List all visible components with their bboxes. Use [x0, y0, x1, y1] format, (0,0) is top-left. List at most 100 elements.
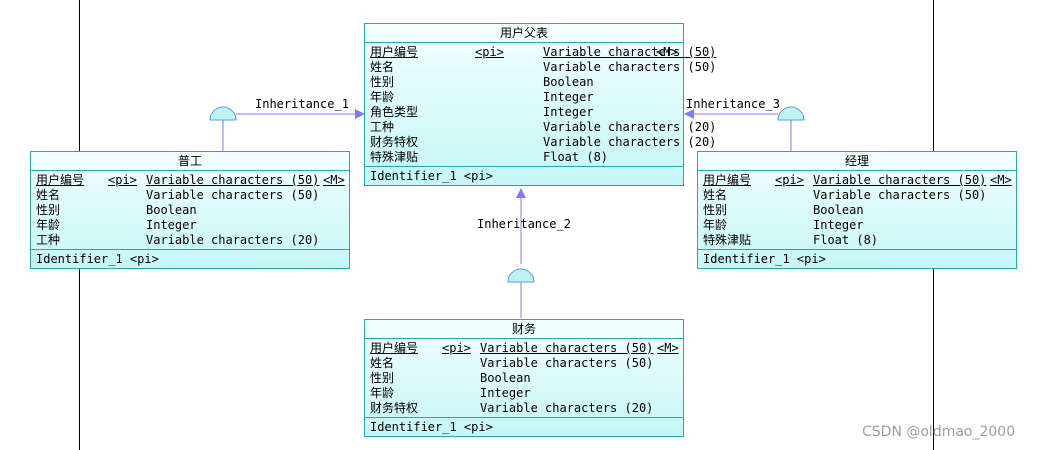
attribute-name: 工种 — [36, 233, 61, 247]
attribute-type: Integer — [813, 218, 864, 232]
identifier: Identifier_1 <pi> — [370, 169, 493, 183]
attribute-flag: <M> — [657, 341, 679, 355]
attribute-row[interactable]: 年龄 Integer — [370, 386, 683, 401]
identifier: Identifier_1 <pi> — [703, 252, 826, 266]
attribute-type: Variable characters (20) — [146, 233, 320, 247]
identifier: Identifier_1 <pi> — [36, 252, 159, 266]
attribute-key: <pi> — [442, 341, 471, 355]
attribute-name: 姓名 — [36, 188, 61, 202]
attribute-name: 性别 — [370, 75, 395, 89]
attribute-type: Variable characters (50) — [146, 188, 320, 202]
attribute-name: 财务特权 — [370, 401, 419, 415]
attribute-name: 性别 — [370, 371, 395, 385]
attribute-row[interactable]: 姓名 Variable characters (50) — [703, 188, 1016, 203]
attribute-flag: <M> — [990, 173, 1012, 187]
attribute-name: 用户编号 — [370, 341, 419, 355]
attribute-name: 角色类型 — [370, 105, 419, 119]
attribute-type: Integer — [146, 218, 197, 232]
entity-title: 普工 — [31, 152, 349, 171]
identifier: Identifier_1 <pi> — [370, 420, 493, 434]
attribute-row[interactable]: 财务特权 Variable characters (20) — [370, 401, 683, 416]
attribute-type: Variable characters (50) — [480, 356, 654, 370]
inheritance-2-label: Inheritance_2 — [477, 217, 571, 231]
attribute-name: 年龄 — [36, 218, 61, 232]
attribute-name: 用户编号 — [36, 173, 85, 187]
attribute-row[interactable]: 姓名 Variable characters (50) — [370, 60, 716, 75]
attribute-name: 特殊津贴 — [370, 150, 419, 164]
attribute-name: 用户编号 — [703, 173, 752, 187]
attribute-type: Variable characters (50) — [543, 60, 717, 74]
inheritance-symbol-2[interactable] — [507, 268, 535, 283]
attribute-type: Variable characters (20) — [480, 401, 654, 415]
attribute-name: 年龄 — [703, 218, 728, 232]
attribute-type: Variable characters (20) — [543, 120, 717, 134]
attribute-row[interactable]: 角色类型 Integer — [370, 105, 683, 120]
attribute-list: 用户编号 <pi> Variable characters (50)<M> 姓名 Var… — [31, 171, 349, 250]
attribute-row[interactable]: 年龄 Integer — [370, 90, 683, 105]
entity-finance[interactable]: 财务 用户编号<pi>Variable characters (50)<M>姓名… — [364, 319, 684, 437]
attribute-row[interactable]: 性别 Boolean — [36, 203, 349, 218]
inheritance-3-label: Inheritance_3 — [686, 97, 780, 111]
attribute-name: 用户编号 — [370, 45, 419, 59]
attribute-name: 特殊津贴 — [703, 233, 752, 247]
attribute-type: Integer — [480, 386, 531, 400]
inheritance-1-label: Inheritance_1 — [255, 97, 349, 111]
attribute-list: 用户编号 <pi> Variable characters (50)<M> 姓名 Var… — [698, 171, 1016, 250]
watermark: CSDN @oldmao_2000 — [862, 424, 1016, 440]
entity-title: 财务 — [365, 320, 683, 339]
attribute-type: Boolean — [146, 203, 197, 217]
attribute-type: Variable characters (50) — [813, 173, 987, 187]
attribute-type: Boolean — [543, 75, 594, 89]
attribute-row[interactable]: 年龄 Integer — [36, 218, 349, 233]
attribute-name: 工种 — [370, 120, 395, 134]
attribute-list: 用户编号<pi>Variable characters (50)<M>姓名 Var… — [365, 43, 716, 167]
attribute-name: 姓名 — [703, 188, 728, 202]
entity-parent[interactable]: 用户父表 用户编号<pi>Variable characters (50)<M>… — [364, 23, 716, 186]
attribute-row[interactable]: 用户编号 <pi> Variable characters (50)<M> — [703, 173, 1016, 188]
inheritance-symbol-3[interactable] — [777, 106, 805, 121]
attribute-type: Variable characters (50) — [480, 341, 654, 355]
attribute-type: Integer — [543, 90, 594, 104]
attribute-row[interactable]: 特殊津贴 Float (8) — [370, 150, 683, 165]
attribute-row[interactable]: 工种 Variable characters (20) — [36, 233, 349, 248]
attribute-row[interactable]: 特殊津贴 Float (8) — [703, 233, 1016, 248]
attribute-name: 性别 — [36, 203, 61, 217]
attribute-type: Variable characters (50) — [543, 45, 717, 59]
attribute-name: 姓名 — [370, 60, 395, 74]
attribute-row[interactable]: 性别 Boolean — [370, 75, 683, 90]
attribute-type: Boolean — [480, 371, 531, 385]
attribute-row[interactable]: 性别 Boolean — [703, 203, 1016, 218]
inheritance-symbol-1[interactable] — [209, 106, 237, 121]
attribute-list: 用户编号 <pi> Variable characters (50)<M> 姓名 Var… — [365, 339, 683, 418]
attribute-name: 性别 — [703, 203, 728, 217]
attribute-type: Variable characters (50) — [146, 173, 320, 187]
attribute-row[interactable]: 用户编号 <pi> Variable characters (50)<M> — [370, 341, 683, 356]
attribute-type: Integer — [543, 105, 594, 119]
entity-manager[interactable]: 经理 用户编号<pi>Variable characters (50)<M>姓名… — [697, 151, 1017, 269]
attribute-name: 年龄 — [370, 90, 395, 104]
attribute-name: 财务特权 — [370, 135, 419, 149]
attribute-row[interactable]: 年龄 Integer — [703, 218, 1016, 233]
attribute-row[interactable]: 姓名 Variable characters (50) — [370, 356, 683, 371]
entity-title: 经理 — [698, 152, 1016, 171]
attribute-type: Boolean — [813, 203, 864, 217]
attribute-row[interactable]: 工种 Variable characters (20) — [370, 120, 716, 135]
attribute-row[interactable]: 用户编号<pi>Variable characters (50)<M> — [370, 45, 716, 60]
attribute-name: 姓名 — [370, 356, 395, 370]
attribute-type: Float (8) — [813, 233, 879, 247]
attribute-type: Variable characters (50) — [813, 188, 987, 202]
entity-title: 用户父表 — [365, 24, 683, 43]
attribute-type: Variable characters (20) — [543, 135, 717, 149]
attribute-row[interactable]: 姓名 Variable characters (50) — [36, 188, 349, 203]
attribute-flag: <M> — [323, 173, 345, 187]
attribute-name: 年龄 — [370, 386, 395, 400]
attribute-key: <pi> — [775, 173, 804, 187]
attribute-row[interactable]: 性别 Boolean — [370, 371, 683, 386]
entity-worker[interactable]: 普工 用户编号<pi>Variable characters (50)<M>姓名… — [30, 151, 350, 269]
attribute-type: Float (8) — [543, 150, 609, 164]
attribute-row[interactable]: 用户编号 <pi> Variable characters (50)<M> — [36, 173, 349, 188]
attribute-flag: <M> — [656, 45, 678, 59]
attribute-key: <pi> — [108, 173, 137, 187]
attribute-row[interactable]: 财务特权 Variable characters (20) — [370, 135, 716, 150]
